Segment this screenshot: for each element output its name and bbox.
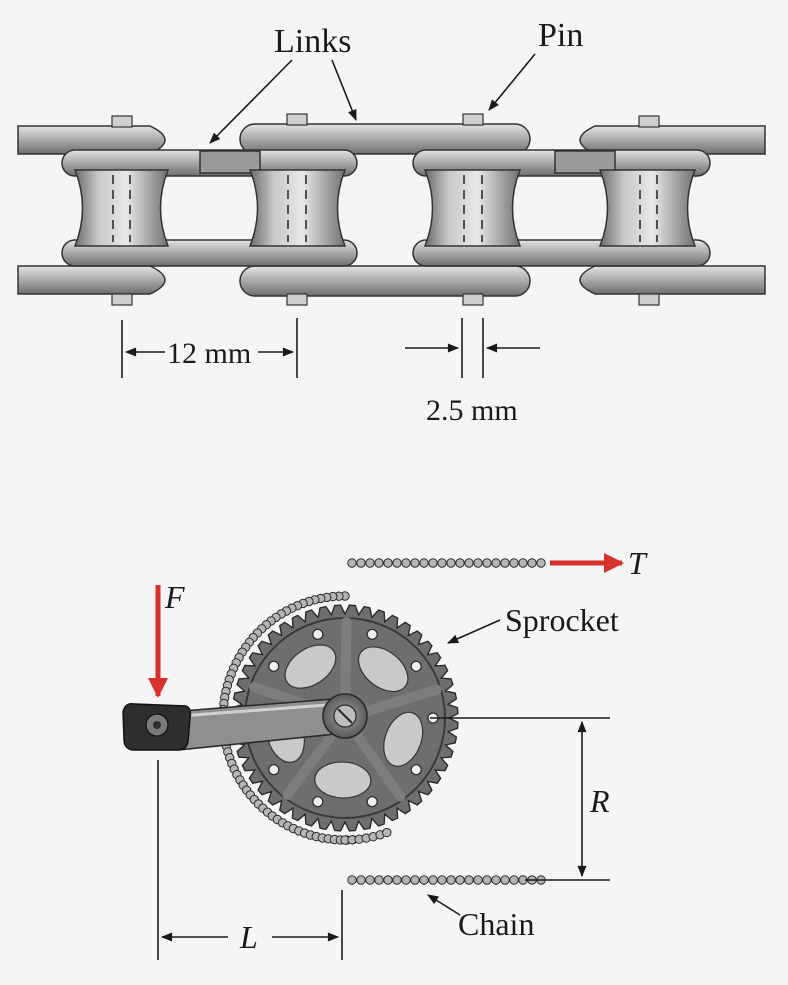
chain-link xyxy=(392,558,402,568)
label-radius-R: R xyxy=(589,783,610,819)
dimension-pin-diameter xyxy=(405,318,540,378)
sprocket-window xyxy=(314,761,372,799)
chain-link xyxy=(419,875,429,885)
chain-link xyxy=(401,558,411,568)
chain-link xyxy=(509,875,519,885)
chain-link xyxy=(428,558,438,568)
chain-leader xyxy=(427,894,461,916)
links-leader-left xyxy=(209,59,293,144)
label-pin: Pin xyxy=(538,17,583,54)
chain-link xyxy=(509,558,519,568)
sprocket-bolt-hole xyxy=(410,660,422,672)
chain-link xyxy=(428,875,438,885)
chain-link xyxy=(518,558,528,568)
chain-link xyxy=(464,875,474,885)
sprocket-bolt-hole xyxy=(268,660,280,672)
chain-link xyxy=(455,875,465,885)
dimension-arm-length xyxy=(157,760,343,960)
chain-link xyxy=(382,827,392,838)
sprocket-window xyxy=(357,646,409,693)
chain-link xyxy=(365,875,375,885)
label-tension-T: T xyxy=(628,545,648,581)
chain-link xyxy=(374,875,384,885)
chain-link xyxy=(455,558,465,568)
chain-link xyxy=(356,875,366,885)
dimension-pitch xyxy=(121,318,298,378)
sprocket-bolt-hole xyxy=(366,628,378,640)
chain-link xyxy=(374,558,384,568)
label-pin-diameter: 2.5 mm xyxy=(426,394,518,427)
chain-link xyxy=(347,558,357,568)
chain-link xyxy=(473,875,483,885)
chain-link xyxy=(410,875,420,885)
label-pitch-12mm: 12 mm xyxy=(167,337,251,370)
outer-link-plates-top xyxy=(17,123,766,155)
sprocket-bolt-hole xyxy=(312,796,324,808)
chain-link xyxy=(446,558,456,568)
label-links: Links xyxy=(274,23,351,60)
sprocket-window xyxy=(284,644,337,689)
chain-pins xyxy=(111,113,660,306)
chain-link xyxy=(464,558,474,568)
sprocket-bolt-hole xyxy=(410,764,422,776)
chain-link xyxy=(491,875,501,885)
chain-link xyxy=(419,558,429,568)
chain-link xyxy=(437,875,447,885)
chain-link xyxy=(500,558,510,568)
sprocket-leader xyxy=(446,619,501,644)
chain-link xyxy=(365,558,375,568)
sprocket-bolt-hole xyxy=(312,628,324,640)
links-leader-right xyxy=(331,59,357,122)
sprocket-assembly: F T Sprocket R Chain L xyxy=(122,545,648,960)
pedal xyxy=(122,702,192,751)
chain-link xyxy=(482,558,492,568)
label-chain: Chain xyxy=(458,906,534,942)
crank-arm xyxy=(169,693,368,751)
chain-link xyxy=(392,875,402,885)
sprocket-bolt-hole xyxy=(268,764,280,776)
chain-link xyxy=(383,875,393,885)
sprocket-window xyxy=(383,711,424,767)
outer-link-plates-bottom xyxy=(17,265,766,297)
chain-link xyxy=(410,558,420,568)
chain-link xyxy=(473,558,483,568)
chain-link xyxy=(482,875,492,885)
pin-leader xyxy=(488,53,536,111)
label-sprocket: Sprocket xyxy=(505,602,619,638)
label-arm-length-L: L xyxy=(239,919,258,955)
chain-link xyxy=(437,558,447,568)
chain-link xyxy=(536,558,546,568)
chain-link xyxy=(446,875,456,885)
label-force-F: F xyxy=(164,579,185,615)
chain-link xyxy=(383,558,393,568)
sprocket-bolt-hole xyxy=(366,796,378,808)
chain-link xyxy=(500,875,510,885)
chain-link xyxy=(401,875,411,885)
dimension-radius xyxy=(430,717,610,881)
chain-rollers xyxy=(73,169,697,247)
chain-link xyxy=(356,558,366,568)
drive-chain xyxy=(218,558,546,885)
chain-link xyxy=(527,558,537,568)
chain-detail: Links Pin 12 mm 2.5 mm xyxy=(17,17,766,427)
chain-link xyxy=(491,558,501,568)
chain-link xyxy=(347,875,357,885)
